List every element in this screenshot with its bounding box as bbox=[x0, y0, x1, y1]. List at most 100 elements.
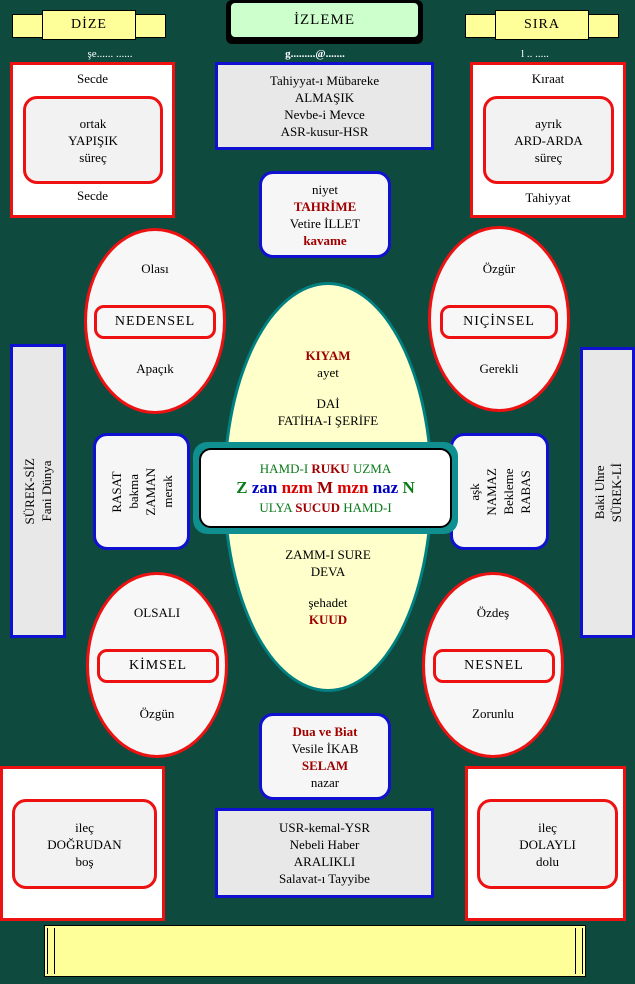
oval-line: KIYAM bbox=[305, 348, 351, 363]
title-frame: İZLEME bbox=[226, 0, 423, 44]
bar-text: zan bbox=[251, 478, 282, 497]
box-kiraat-bottom: Tahiyyat bbox=[525, 190, 571, 205]
oval-line: ZAMM-I SURE bbox=[285, 547, 371, 562]
scroll-roll-left bbox=[47, 928, 55, 974]
sub-right: l .. ..... bbox=[521, 48, 549, 60]
oval-nicinsel: Özgür NIÇİNSEL Gerekli bbox=[428, 226, 570, 412]
oval-nesnel-top: Özdeş bbox=[476, 605, 510, 620]
box-secde: Secde ortak YAPIŞIK süreç Secde bbox=[10, 62, 175, 218]
bar-line-2: Z zan nzm M mzn naz N bbox=[236, 477, 415, 499]
sub-left: şe...... ...... bbox=[87, 48, 133, 60]
box-secde-bottom: Secde bbox=[76, 188, 109, 203]
sidebar-line: Baki Uhre bbox=[591, 465, 607, 520]
almasik-line: ALMAŞIK bbox=[294, 90, 355, 105]
dua-line: Dua ve Biat bbox=[292, 723, 358, 739]
oval-line: ayet bbox=[317, 365, 339, 380]
araliklik-line: Salavat-ı Tayyibe bbox=[279, 871, 370, 886]
box-secde-inner: ortak YAPIŞIK süreç bbox=[23, 96, 163, 184]
niyet-line: TAHRİME bbox=[293, 198, 357, 214]
sidebar-surek-siz: SÜREK-SİZ Fani Dünya bbox=[10, 344, 66, 638]
almasik-line: Tahiyyat-ı Mübareke bbox=[269, 73, 380, 88]
almasik-line: Nevbe-i Mevce bbox=[284, 107, 365, 122]
center-oval-upper: KIYAM ayet DAİ FATİHA-I ŞERİFE bbox=[226, 347, 430, 429]
ribbon-dize-label: DİZE bbox=[42, 10, 136, 40]
rasat-text: RASAT bakma ZAMAN merak bbox=[108, 468, 176, 516]
oval-kimsel: OLSALI KİMSEL Özgün bbox=[86, 572, 228, 758]
sidebar-line: Fani Dünya bbox=[39, 460, 54, 522]
box-dogrudan: ileç DOĞRUDAN boş bbox=[0, 766, 165, 921]
namaz-line: NAMAZ bbox=[483, 467, 499, 516]
araliklik-line: Nebeli Haber bbox=[289, 837, 360, 852]
sidebar-surek-li: Baki Uhre SÜREK-Lİ bbox=[580, 347, 635, 638]
araliklik-line: ARALIKLI bbox=[293, 854, 356, 869]
namaz-line: RABAS bbox=[517, 469, 533, 514]
oval-nedensel-bottom: Apaçık bbox=[136, 361, 174, 376]
oval-line: KUUD bbox=[308, 612, 348, 627]
bottom-scroll-banner bbox=[44, 925, 586, 977]
rasat-line: merak bbox=[159, 475, 175, 508]
bar-text: Z bbox=[236, 478, 252, 497]
inner-line: YAPIŞIK bbox=[68, 132, 118, 148]
namaz-text: aşk NAMAZ Bekleme RABAS bbox=[466, 468, 534, 516]
oval-nesnel: Özdeş NESNEL Zorunlu bbox=[422, 572, 564, 758]
niyet-line: niyet bbox=[312, 181, 338, 197]
sidebar-left-text: SÜREK-SİZ Fani Dünya bbox=[21, 458, 55, 524]
sidebar-line: SÜREK-SİZ bbox=[22, 457, 37, 525]
sub-center: g.........@....... bbox=[285, 48, 345, 60]
sidebar-right-text: Baki Uhre SÜREK-Lİ bbox=[591, 463, 625, 522]
bar-text: N bbox=[402, 478, 415, 497]
bar-text: SUCUD bbox=[295, 500, 341, 515]
oval-nesnel-label: NESNEL bbox=[433, 649, 555, 683]
page-title: İZLEME bbox=[231, 3, 418, 37]
box-namaz: aşk NAMAZ Bekleme RABAS bbox=[450, 433, 549, 550]
inner-line: ileç bbox=[75, 819, 94, 835]
ribbon-dize: DİZE bbox=[12, 8, 166, 40]
bar-text: UZMA bbox=[349, 461, 392, 476]
oval-nicinsel-top: Özgür bbox=[482, 261, 516, 276]
inner-line: DOĞRUDAN bbox=[47, 836, 122, 852]
box-dolayli: ileç DOLAYLI dolu bbox=[465, 766, 626, 921]
oval-line: DEVA bbox=[310, 564, 346, 579]
bar-line-1: HAMD-I RUKU UZMA bbox=[260, 460, 391, 477]
box-almasik: Tahiyyat-ı Mübareke ALMAŞIK Nevbe-i Mevc… bbox=[215, 62, 434, 150]
bar-text: naz bbox=[372, 478, 403, 497]
bar-line-3: ULYA SUCUD HAMD-I bbox=[259, 499, 391, 516]
center-bar-inner: HAMD-I RUKU UZMA Z zan nzm M mzn naz N U… bbox=[199, 448, 452, 528]
inner-line: ortak bbox=[79, 115, 107, 131]
rasat-line: RASAT bbox=[108, 470, 124, 513]
inner-line: ileç bbox=[538, 819, 557, 835]
oval-nedensel: Olası NEDENSEL Apaçık bbox=[84, 228, 226, 414]
inner-line: süreç bbox=[534, 149, 563, 165]
box-secde-top: Secde bbox=[76, 71, 109, 86]
bar-text: M bbox=[317, 478, 338, 497]
bar-text: mzn bbox=[337, 478, 373, 497]
dua-line: nazar bbox=[310, 774, 340, 790]
dua-line: SELAM bbox=[301, 757, 349, 773]
bar-text: RUKU bbox=[311, 461, 350, 476]
niyet-line: kavame bbox=[303, 232, 347, 248]
oval-line: FATİHA-I ŞERİFE bbox=[277, 413, 379, 428]
oval-nedensel-top: Olası bbox=[141, 261, 169, 276]
box-dogrudan-inner: ileç DOĞRUDAN boş bbox=[12, 799, 157, 889]
box-dua: Dua ve Biat Vesile İKAB SELAM nazar bbox=[259, 713, 391, 800]
rasat-line: ZAMAN bbox=[142, 467, 158, 516]
oval-line: şehadet bbox=[308, 595, 348, 610]
box-kiraat-inner: ayrık ARD-ARDA süreç bbox=[483, 96, 614, 184]
bar-text: ULYA bbox=[259, 500, 296, 515]
inner-line: ayrık bbox=[535, 115, 562, 131]
oval-nesnel-bottom: Zorunlu bbox=[472, 706, 514, 721]
namaz-line: aşk bbox=[466, 482, 482, 501]
inner-line: ARD-ARDA bbox=[514, 132, 583, 148]
box-kiraat: Kıraat ayrık ARD-ARDA süreç Tahiyyat bbox=[470, 62, 626, 218]
inner-line: dolu bbox=[535, 853, 560, 869]
box-araliklik: USR-kemal-YSR Nebeli Haber ARALIKLI Sala… bbox=[215, 808, 434, 898]
oval-nicinsel-label: NIÇİNSEL bbox=[440, 305, 558, 339]
center-bar: HAMD-I RUKU UZMA Z zan nzm M mzn naz N U… bbox=[193, 442, 458, 534]
bar-text: HAMD-I bbox=[259, 461, 312, 476]
oval-line: DAİ bbox=[316, 396, 340, 411]
rasat-line: bakma bbox=[125, 474, 141, 509]
oval-kimsel-label: KİMSEL bbox=[97, 649, 219, 683]
oval-nedensel-label: NEDENSEL bbox=[94, 305, 216, 339]
box-niyet: niyet TAHRİME Vetire İLLET kavame bbox=[259, 171, 391, 258]
box-kiraat-top: Kıraat bbox=[531, 71, 565, 86]
